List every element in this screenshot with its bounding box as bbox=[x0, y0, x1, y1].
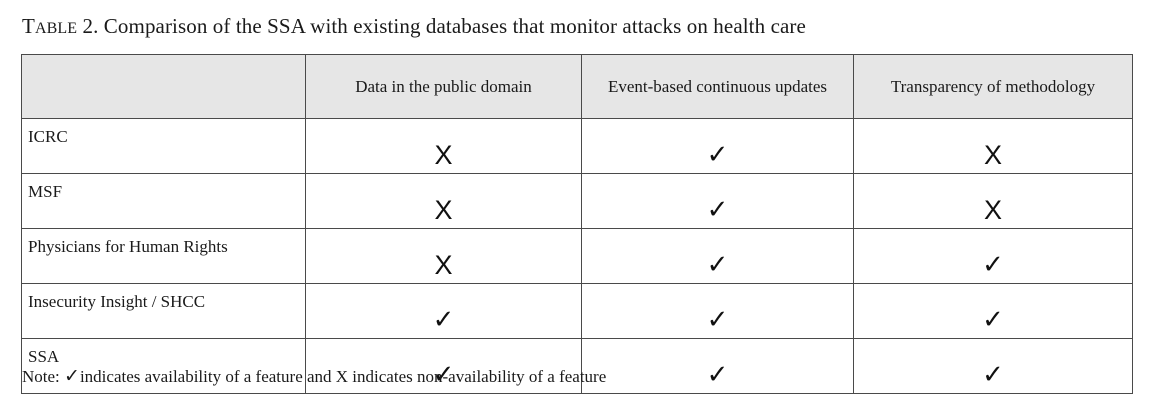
caption-label-rest: ABLE bbox=[34, 20, 78, 37]
cell-public-domain: X bbox=[305, 173, 582, 229]
cell-methodology: ✓ bbox=[853, 228, 1133, 284]
cell-methodology: ✓ bbox=[853, 338, 1133, 394]
caption-label-initial: T bbox=[22, 14, 35, 38]
table-header-row: Data in the public domain Event-based co… bbox=[21, 54, 1133, 119]
cell-public-domain: X bbox=[305, 228, 582, 284]
caption-number: 2. bbox=[82, 14, 99, 38]
checkmark-icon: ✓ bbox=[706, 305, 729, 335]
table-row: ICRC X ✓ X bbox=[21, 118, 1133, 174]
checkmark-icon: ✓ bbox=[432, 360, 455, 390]
checkmark-icon: ✓ bbox=[706, 195, 729, 225]
table-row: Insecurity Insight / SHCC ✓ ✓ ✓ bbox=[21, 283, 1133, 339]
org-name: SSA bbox=[21, 338, 306, 394]
header-public-domain: Data in the public domain bbox=[305, 54, 582, 119]
cell-methodology: ✓ bbox=[853, 283, 1133, 339]
table-row: MSF X ✓ X bbox=[21, 173, 1133, 229]
table-row: SSA ✓ ✓ ✓ bbox=[21, 338, 1133, 394]
cross-icon: X bbox=[434, 140, 453, 170]
table-note: Note: ✓indicates availability of a featu… bbox=[22, 365, 606, 387]
checkmark-icon: ✓ bbox=[982, 250, 1004, 280]
org-name: ICRC bbox=[21, 118, 306, 174]
org-name: Physicians for Human Rights bbox=[21, 228, 306, 284]
cell-continuous-updates: ✓ bbox=[581, 338, 854, 394]
header-methodology-transparency: Transparency of methodology bbox=[853, 54, 1133, 119]
header-continuous-updates: Event-based continuous updates bbox=[581, 54, 854, 119]
org-name: Insecurity Insight / SHCC bbox=[21, 283, 306, 339]
cell-continuous-updates: ✓ bbox=[581, 228, 854, 284]
cell-continuous-updates: ✓ bbox=[581, 283, 854, 339]
cross-icon: X bbox=[983, 140, 1002, 170]
checkmark-icon: ✓ bbox=[64, 365, 80, 387]
comparison-table: Data in the public domain Event-based co… bbox=[21, 54, 1133, 394]
header-corner-cell bbox=[21, 54, 306, 119]
table-row: Physicians for Human Rights X ✓ ✓ bbox=[21, 228, 1133, 284]
cell-continuous-updates: ✓ bbox=[581, 173, 854, 229]
caption-text: Comparison of the SSA with existing data… bbox=[103, 14, 806, 38]
cell-public-domain: X bbox=[305, 118, 582, 174]
cell-methodology: X bbox=[853, 173, 1133, 229]
checkmark-icon: ✓ bbox=[982, 360, 1004, 390]
checkmark-icon: ✓ bbox=[706, 250, 729, 280]
cell-public-domain: ✓ bbox=[305, 338, 582, 394]
checkmark-icon: ✓ bbox=[982, 305, 1004, 335]
org-name: MSF bbox=[21, 173, 306, 229]
cell-methodology: X bbox=[853, 118, 1133, 174]
checkmark-icon: ✓ bbox=[706, 140, 729, 170]
cell-continuous-updates: ✓ bbox=[581, 118, 854, 174]
table-caption: TABLE 2. Comparison of the SSA with exis… bbox=[22, 14, 806, 39]
cell-public-domain: ✓ bbox=[305, 283, 582, 339]
checkmark-icon: ✓ bbox=[706, 360, 729, 390]
cross-icon: X bbox=[434, 250, 453, 280]
note-prefix: Note: bbox=[22, 367, 60, 386]
cross-icon: X bbox=[983, 195, 1002, 225]
cross-icon: X bbox=[434, 195, 453, 225]
note-text: indicates availability of a feature and … bbox=[79, 367, 607, 386]
checkmark-icon: ✓ bbox=[432, 305, 455, 335]
